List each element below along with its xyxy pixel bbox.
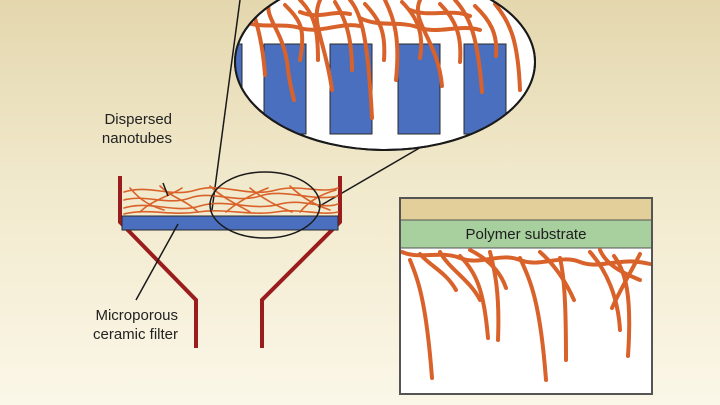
dispersed-nanotube-mat: [123, 185, 339, 215]
polymer-substrate-inset: [399, 197, 653, 395]
dispersed-nanotubes-label: Dispersed nanotubes: [101, 111, 172, 147]
magnified-view: [234, 0, 536, 151]
magnify-region-ellipse: [209, 171, 321, 239]
inset-nanotubes: [400, 248, 652, 382]
ceramic-filter-label: Microporous ceramic filter: [92, 307, 178, 343]
label-pointer-lines: [135, 182, 179, 301]
polymer-substrate-label: Polymer substrate: [465, 226, 587, 243]
